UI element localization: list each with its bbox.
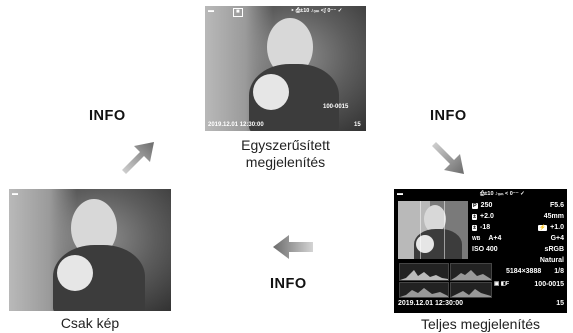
- thumbnail-photo: [398, 201, 468, 259]
- histogram-green: [399, 282, 449, 298]
- flash-row: ±-18⚡+1.0: [472, 224, 564, 231]
- battery-icon: ▬: [208, 8, 214, 14]
- arrow-up-right: [122, 142, 154, 174]
- arrow-down-right: [432, 142, 464, 174]
- histogram-red: [450, 263, 492, 281]
- histogram-blue: [450, 282, 492, 298]
- picture-mode-row: Natural: [539, 257, 564, 264]
- arrow-left: [273, 235, 313, 259]
- info-label-bottom: INFO: [270, 276, 307, 292]
- simplified-caption: Egyszerűsített megjelenítés: [241, 137, 330, 170]
- date-time: 2019.12.01 12:30:00: [208, 122, 264, 128]
- mode-icon: ■: [233, 8, 243, 17]
- battery-icon: ▬: [12, 191, 18, 197]
- file-number: 100-0015: [323, 104, 349, 110]
- image-only-screen: ▬: [9, 189, 171, 311]
- info-label-left: INFO: [89, 108, 126, 124]
- image-only-caption: Csak kép: [60, 315, 120, 331]
- simplified-display-screen: ▬ ■ ‣ ⎙±10 ♪ₒₘ <ʃ 0⁻⁻ ✓ 100-0015 2019.12…: [205, 6, 366, 131]
- battery-icon: ▬: [397, 191, 403, 197]
- portrait-photo: [9, 189, 171, 311]
- status-icons: ⎙±10 ♪ₒₘ < 0⁻⁻ ✓: [480, 191, 525, 197]
- status-icons: ‣ ⎙±10 ♪ₒₘ <ʃ 0⁻⁻ ✓: [291, 8, 343, 14]
- histogram-luminance: [399, 263, 449, 281]
- frame-number: 15: [354, 122, 361, 128]
- full-display-caption: Teljes megjelenítés: [420, 316, 541, 332]
- info-label-right: INFO: [430, 108, 467, 124]
- portrait-photo: [205, 6, 366, 131]
